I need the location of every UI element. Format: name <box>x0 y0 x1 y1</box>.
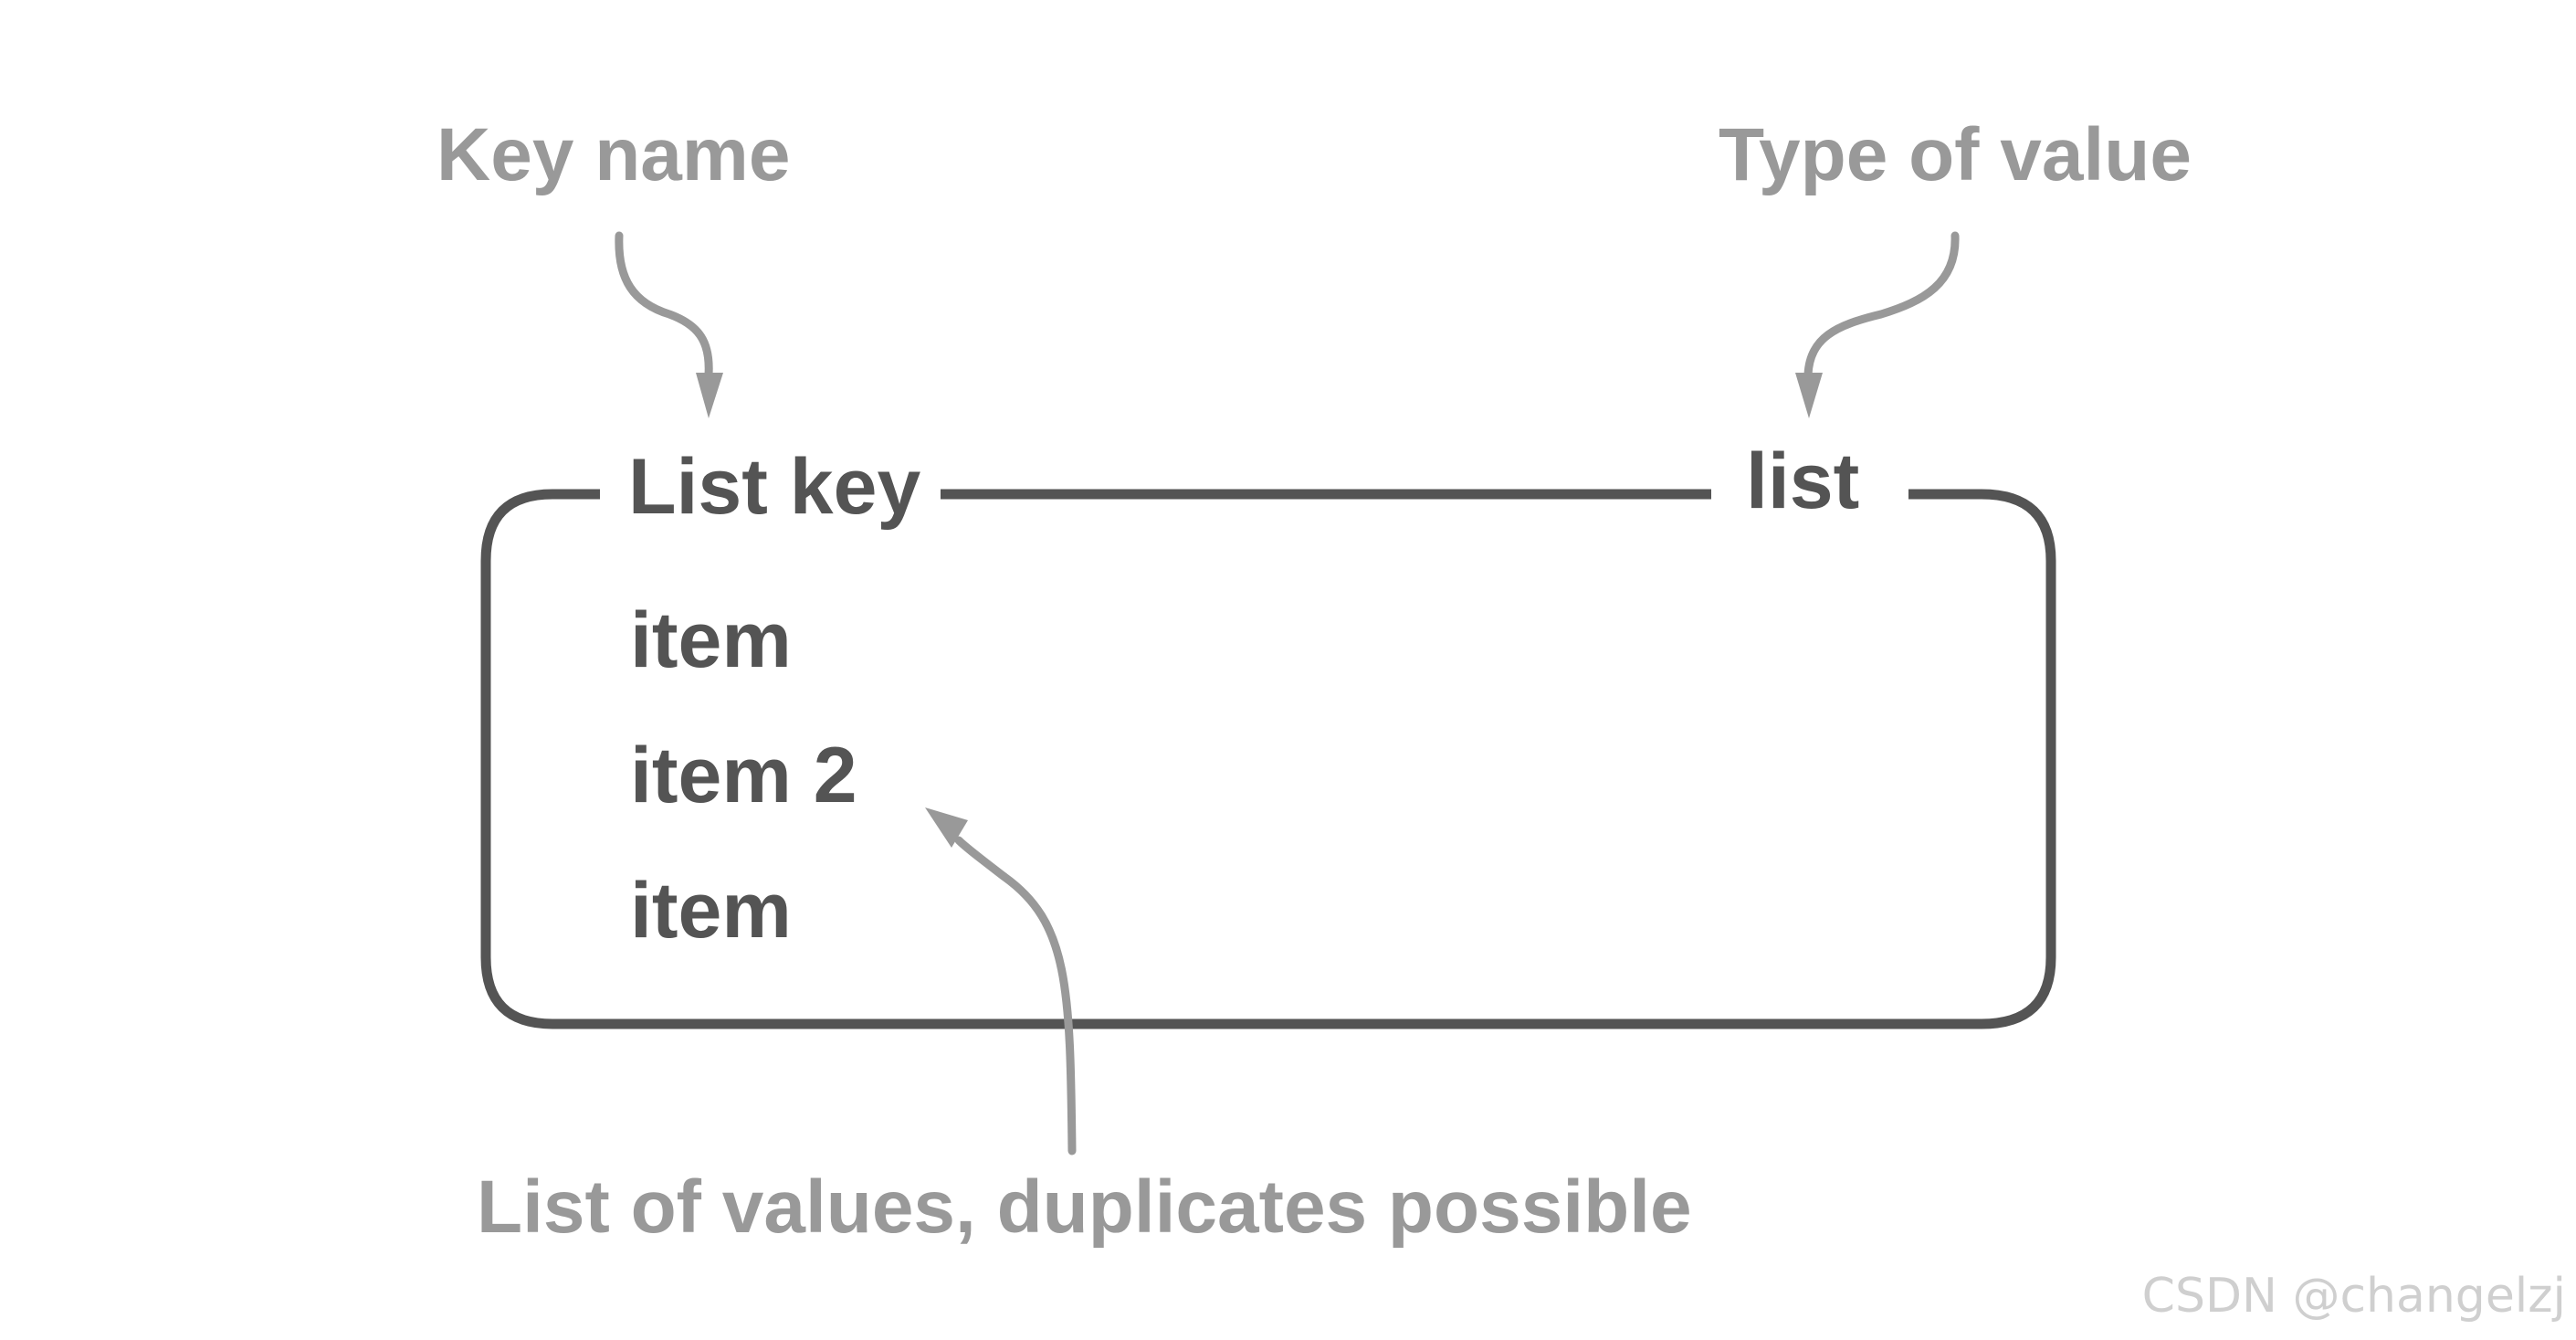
value-type-label: list <box>1746 438 1859 525</box>
list-item: item <box>630 867 792 955</box>
key-name-arrow-line <box>615 231 713 379</box>
type-of-value-arrow <box>1795 231 1960 418</box>
key-name-arrow-head <box>696 373 723 418</box>
key-name-annotation: Key name <box>436 113 790 196</box>
list-item: item 2 <box>630 732 857 819</box>
type-of-value-arrow-line <box>1803 231 1960 379</box>
list-item: item <box>630 596 792 684</box>
key-name-arrow <box>615 231 723 418</box>
list-box-outline <box>480 489 2056 1029</box>
values-note-arrow-line <box>954 836 1077 1155</box>
values-note-arrow <box>925 807 1077 1155</box>
values-note-arrow-head <box>925 807 968 848</box>
watermark: CSDN @changelzj <box>2142 1269 2566 1324</box>
list-key-label: List key <box>628 443 920 531</box>
type-of-value-arrow-head <box>1795 373 1823 418</box>
values-note-annotation: List of values, duplicates possible <box>477 1166 1692 1249</box>
type-of-value-annotation: Type of value <box>1719 113 2192 196</box>
